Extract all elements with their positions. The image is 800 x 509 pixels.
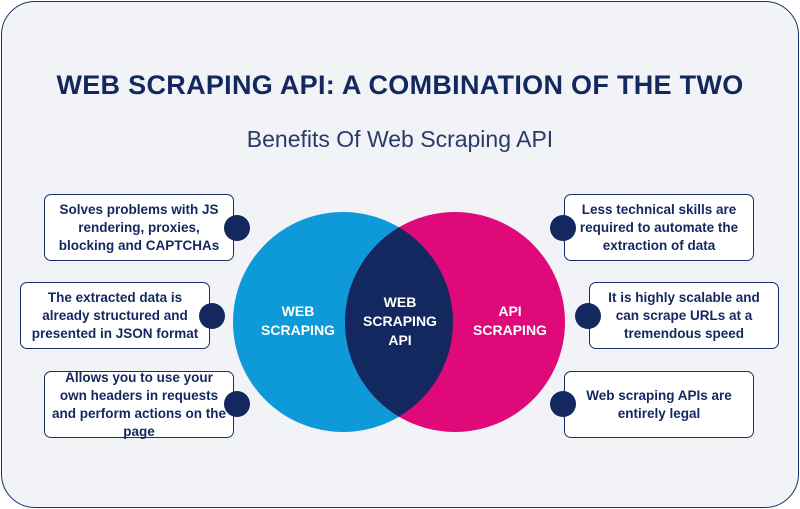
api-scraping-label: API SCRAPING — [468, 302, 552, 340]
label-line: SCRAPING — [261, 322, 335, 338]
benefit-box: Allows you to use your own headers in re… — [44, 370, 234, 439]
benefit-box: Less technical skills are required to au… — [564, 194, 754, 261]
bullet-dot-icon — [550, 215, 576, 241]
bullet-dot-icon — [575, 303, 601, 329]
benefit-box: The extracted data is already structured… — [20, 282, 210, 349]
web-scraping-label: WEB SCRAPING — [258, 302, 338, 340]
bullet-dot-icon — [224, 391, 250, 417]
web-scraping-api-label: WEB SCRAPING API — [357, 293, 443, 350]
bullet-dot-icon — [224, 215, 250, 241]
label-line: API — [498, 303, 522, 319]
benefit-box: It is highly scalable and can scrape URL… — [589, 282, 779, 349]
page-subtitle: Benefits Of Web Scraping API — [246, 126, 554, 152]
overlap-region — [345, 212, 453, 432]
label-line: SCRAPING — [363, 313, 437, 329]
label-line: WEB — [281, 303, 315, 319]
page-title: WEB SCRAPING API: A COMBINATION OF THE T… — [56, 70, 744, 100]
bullet-dot-icon — [199, 303, 225, 329]
label-line: API — [388, 332, 412, 348]
bullet-dot-icon — [550, 391, 576, 417]
benefit-box: Web scraping APIs are entirely legal — [564, 371, 754, 438]
benefit-box: Solves problems with JS rendering, proxi… — [44, 194, 234, 261]
label-line: WEB — [383, 294, 417, 310]
label-line: SCRAPING — [473, 322, 547, 338]
